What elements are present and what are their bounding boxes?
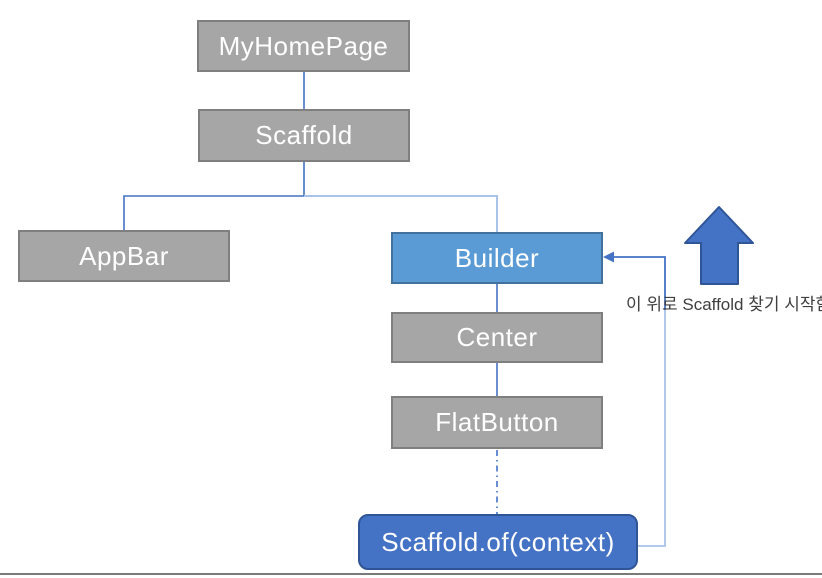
up-arrow-icon <box>684 206 754 285</box>
node-scaffold: Scaffold <box>198 109 410 162</box>
node-scaffold-of-context: Scaffold.of(context) <box>358 514 638 570</box>
node-flatbutton-label: FlatButton <box>435 407 559 437</box>
edge-return-lower <box>638 310 666 547</box>
bottom-rule <box>0 573 822 575</box>
edge-scaffold-appbar <box>123 162 305 230</box>
annotation-scaffold-search: 이 위로 Scaffold 찾기 시작함 <box>626 295 822 314</box>
node-center: Center <box>391 312 603 363</box>
node-myhomepage: MyHomePage <box>197 20 410 72</box>
node-scaffold-of-context-label: Scaffold.of(context) <box>381 526 615 557</box>
node-builder: Builder <box>391 232 603 284</box>
node-myhomepage-label: MyHomePage <box>218 30 389 61</box>
edge-scaffold-builder <box>304 195 498 232</box>
node-flatbutton: FlatButton <box>391 396 603 449</box>
node-scaffold-label: Scaffold <box>255 120 353 150</box>
return-arrowhead-icon <box>603 251 614 263</box>
node-appbar-label: AppBar <box>79 240 169 271</box>
node-builder-label: Builder <box>454 242 540 273</box>
node-center-label: Center <box>456 322 538 352</box>
node-appbar: AppBar <box>18 230 230 282</box>
